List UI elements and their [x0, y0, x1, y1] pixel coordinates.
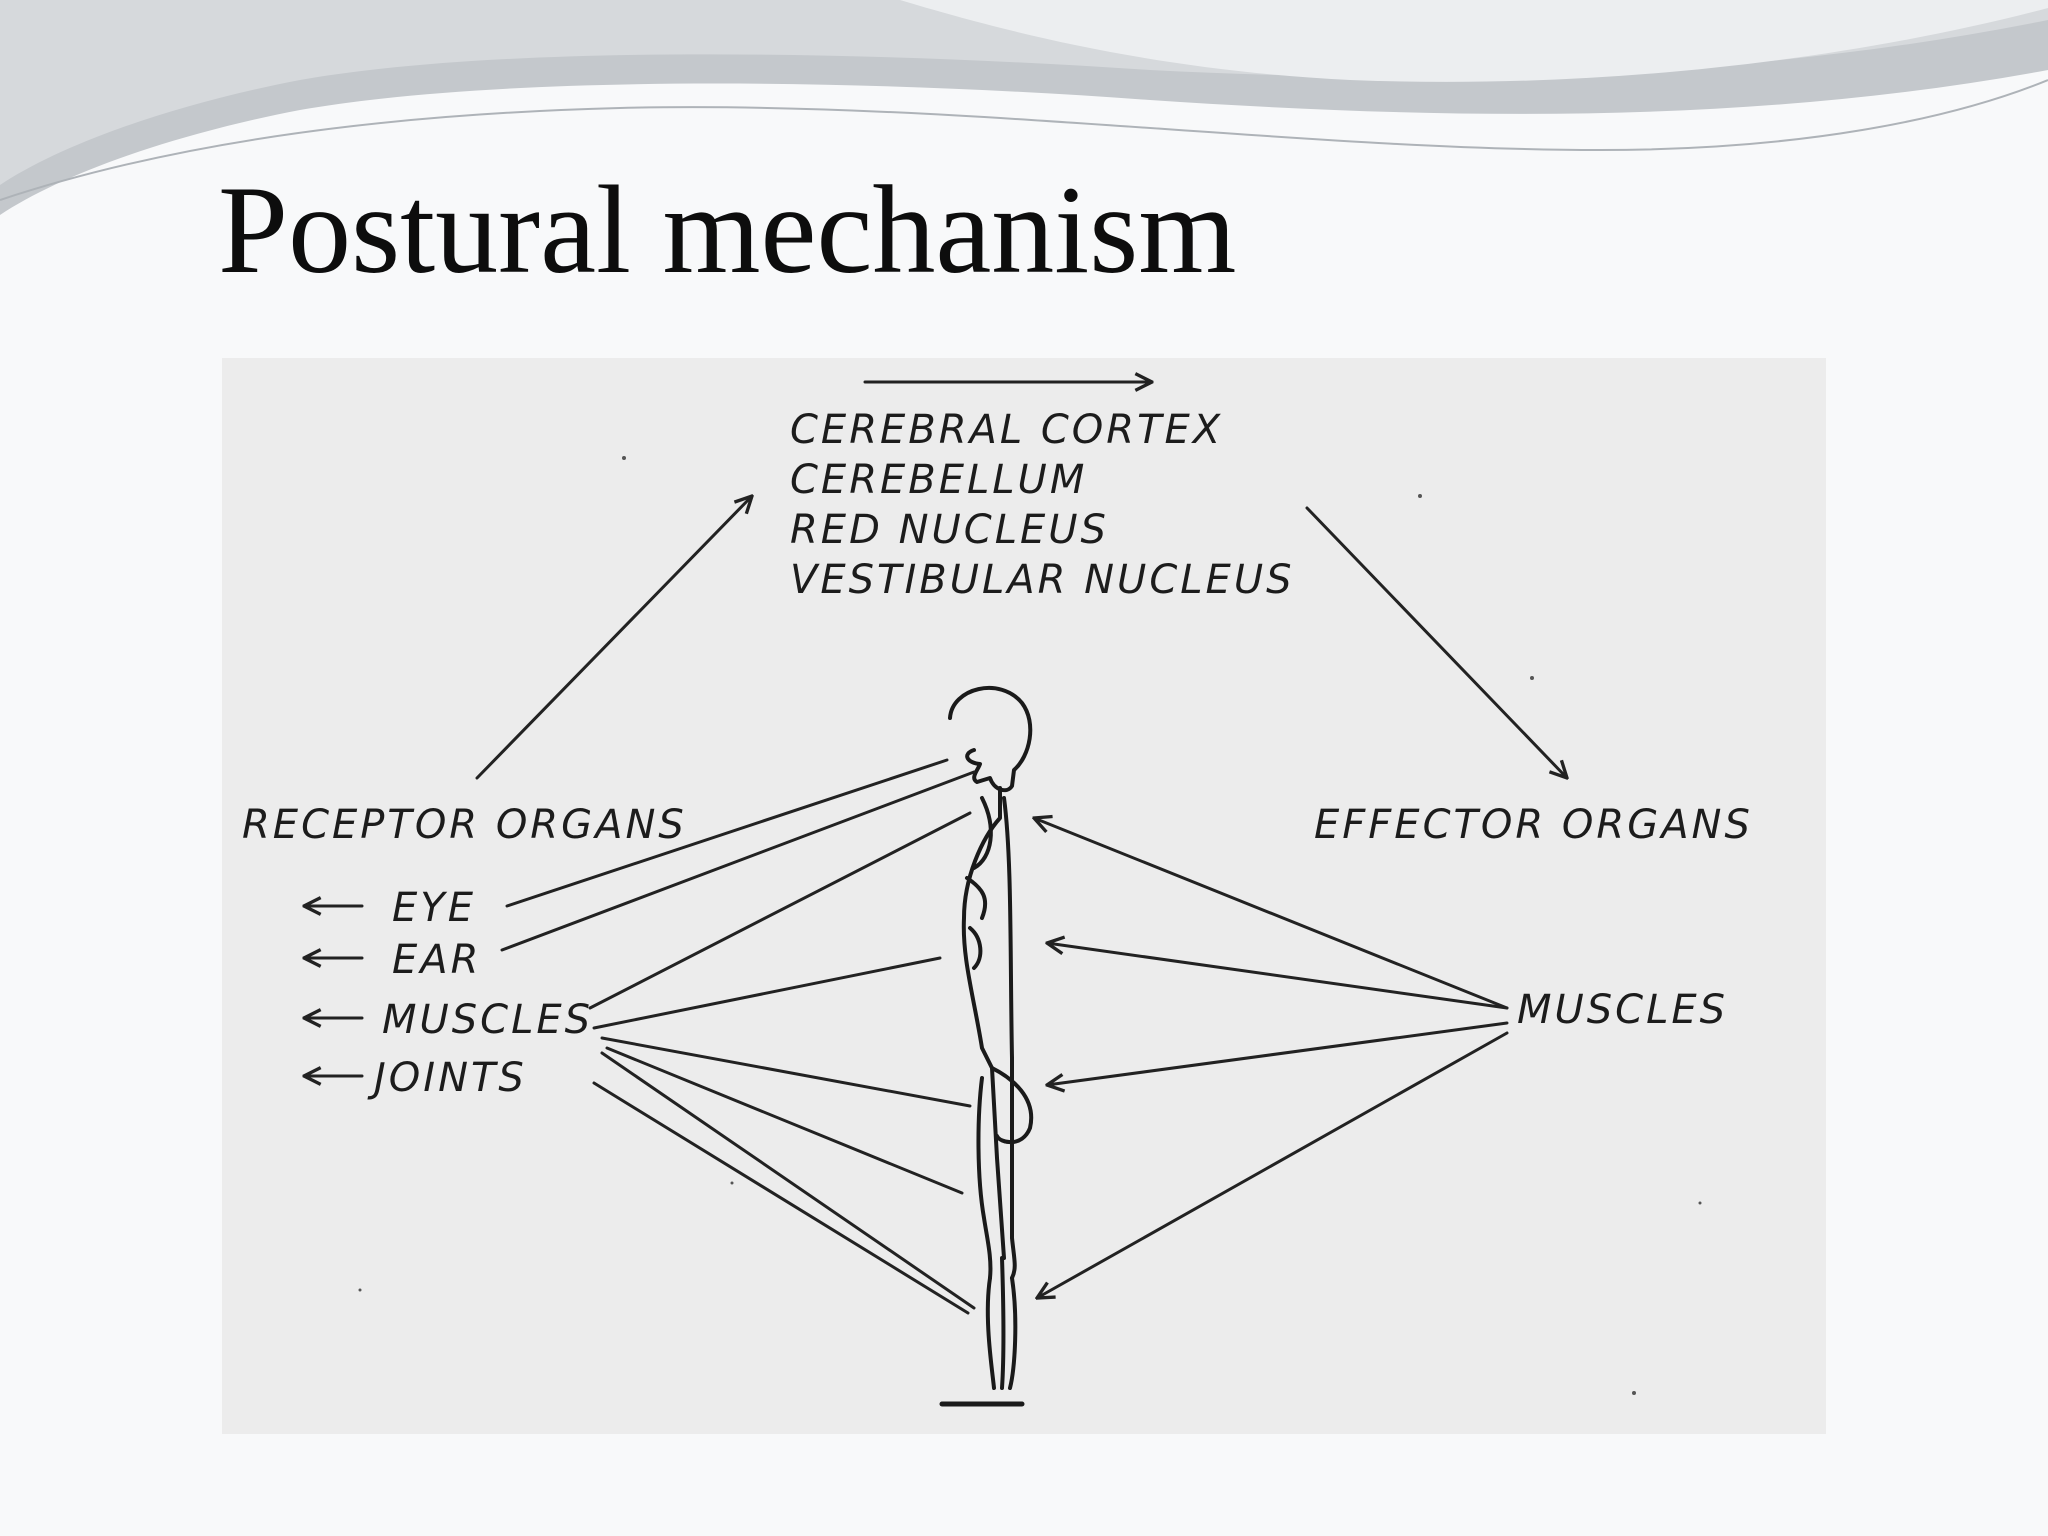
center-label-red-nucleus: RED NUCLEUS	[790, 507, 1109, 553]
human-figure	[939, 686, 1034, 1407]
receptor-item-muscles: MUSCLES	[382, 997, 593, 1043]
center-label-cerebellum: CEREBELLUM	[790, 457, 1087, 503]
receptor-connector-lines	[500, 758, 976, 1315]
postural-mechanism-diagram: CEREBRAL CORTEX CEREBELLUM RED NUCLEUS V…	[242, 358, 1753, 1407]
header-swoosh-decoration	[0, 0, 2048, 215]
effector-organs-heading: EFFECTOR ORGANS	[1314, 802, 1753, 848]
effector-connector-arrows	[1034, 818, 1509, 1298]
centers-to-effector-arrow	[1305, 506, 1567, 778]
postural-mechanism-figure: CEREBRAL CORTEX CEREBELLUM RED NUCLEUS V…	[222, 358, 1826, 1434]
slide-title: Postural mechanism	[218, 161, 1237, 300]
center-label-cerebral-cortex: CEREBRAL CORTEX	[790, 407, 1223, 453]
receptor-item-ear: EAR	[392, 937, 481, 983]
receptor-item-eye: EYE	[392, 885, 476, 931]
receptor-to-centers-arrow	[475, 496, 752, 780]
center-label-vestibular-nucleus: VESTIBULAR NUCLEUS	[790, 557, 1295, 603]
receptor-item-joints: JOINTS	[367, 1055, 527, 1101]
effector-muscles-label: MUSCLES	[1517, 987, 1728, 1033]
scan-specks	[358, 456, 1702, 1395]
receptor-organs-heading: RECEPTOR ORGANS	[242, 802, 687, 848]
